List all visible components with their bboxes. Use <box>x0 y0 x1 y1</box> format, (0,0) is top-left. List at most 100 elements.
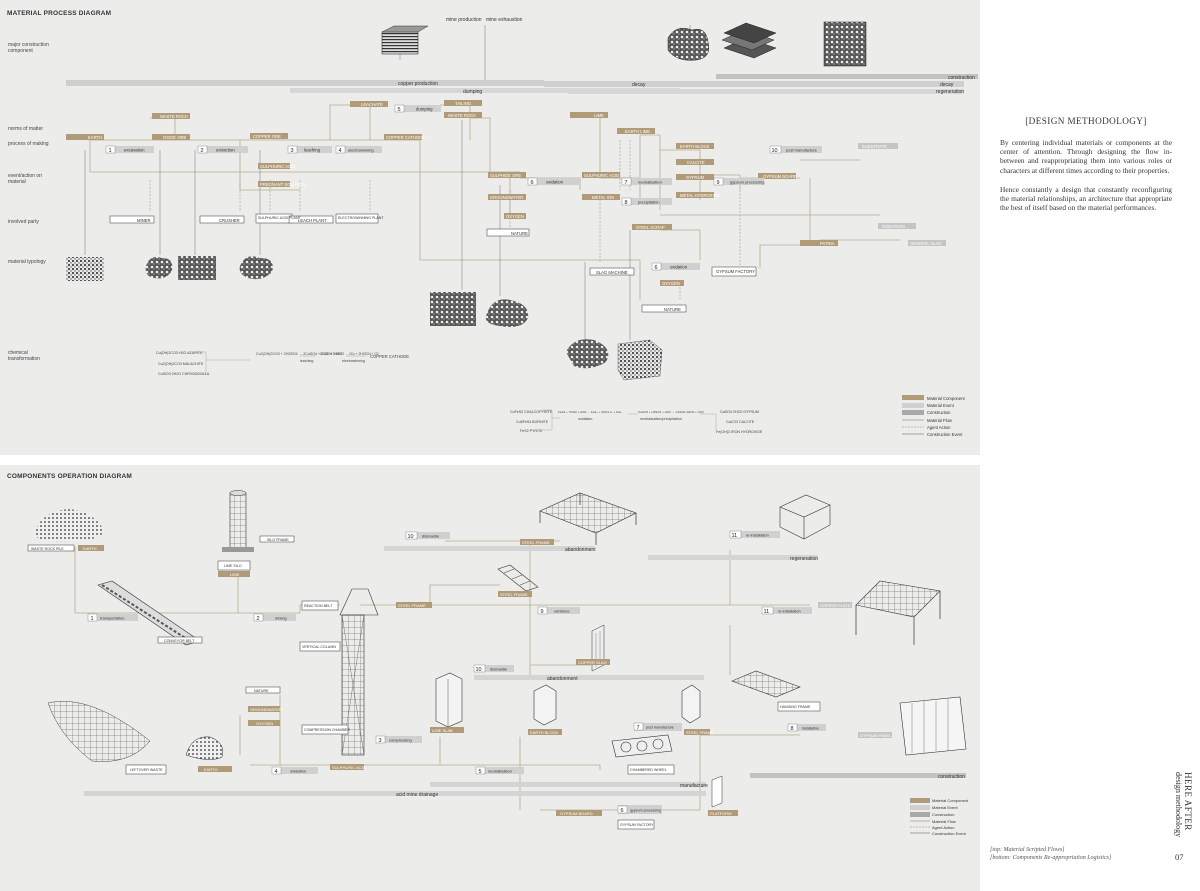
svg-text:LIME SLAB: LIME SLAB <box>432 728 453 733</box>
svg-text:1: 1 <box>109 148 112 154</box>
svg-text:acid mine drainage: acid mine drainage <box>396 792 438 798</box>
svg-text:HANGING FRAME: HANGING FRAME <box>780 705 811 709</box>
svg-text:neutralisation: neutralisation <box>638 180 662 185</box>
svg-text:Cu5FeS4 BORNITE: Cu5FeS4 BORNITE <box>516 420 549 424</box>
bar-label: decay <box>940 82 954 88</box>
svg-text:Agent Action: Agent Action <box>927 425 951 430</box>
waste-pile-image <box>34 509 104 542</box>
steel-frame-image <box>539 492 637 545</box>
svg-text:9: 9 <box>541 609 544 615</box>
svg-text:manufacture: manufacture <box>680 783 708 789</box>
svg-text:SULPHURIC ACID PLANT: SULPHURIC ACID PLANT <box>258 216 302 220</box>
svg-text:leaching: leaching <box>304 148 321 153</box>
svg-text:installation: installation <box>802 727 819 731</box>
production-bars <box>66 74 978 94</box>
stack-image <box>381 25 429 55</box>
block-image <box>617 339 663 381</box>
panel-title: MATERIAL PROCESS DIAGRAM <box>7 10 112 17</box>
svg-text:Construction Event: Construction Event <box>932 831 967 836</box>
svg-text:neutralisation/precipitation: neutralisation/precipitation <box>640 417 682 421</box>
block-image <box>533 684 557 726</box>
svg-text:NATURE: NATURE <box>664 307 681 312</box>
svg-text:SILO FRAME: SILO FRAME <box>267 538 289 542</box>
svg-text:8: 8 <box>791 726 794 732</box>
texture-image <box>66 257 104 281</box>
svg-text:Material Flow: Material Flow <box>927 418 953 423</box>
chemical-formulas: Cu(OH)2CO3·H2O AZURITE Cu2(OH)2CO3 MALAC… <box>156 351 763 434</box>
gypsum-panel-image <box>899 696 967 756</box>
svg-text:2: 2 <box>257 616 260 622</box>
svg-text:COPPER SLAG: COPPER SLAG <box>578 660 607 665</box>
svg-text:regeneration: regeneration <box>790 556 818 562</box>
svg-text:transportation: transportation <box>100 616 124 621</box>
rock-image <box>185 736 223 760</box>
svg-text:11: 11 <box>732 533 738 539</box>
block-image <box>681 684 701 724</box>
svg-text:LIME: LIME <box>230 572 240 577</box>
svg-text:TAILING: TAILING <box>455 101 471 106</box>
svg-text:Cu(OH)2CO3·H2O AZURITE: Cu(OH)2CO3·H2O AZURITE <box>156 351 203 355</box>
page-number: 07 <box>1175 852 1184 862</box>
cube-frame-image <box>779 494 831 540</box>
methodology-heading: [DESIGN METHODOLOGY] <box>1025 116 1147 126</box>
svg-text:dismantle: dismantle <box>422 534 440 539</box>
svg-text:PLATFORM: PLATFORM <box>710 811 731 816</box>
operation-bars <box>84 546 966 796</box>
svg-text:EARTH BLOCK: EARTH BLOCK <box>680 144 710 149</box>
svg-text:5: 5 <box>398 107 401 113</box>
svg-text:4: 4 <box>275 769 278 775</box>
svg-text:CaCO3 + H2SO4 + H2O → CaSO4·2H: CaCO3 + H2SO4 + H2O → CaSO4·2H2O + CO2 <box>638 410 704 414</box>
svg-text:re-installation: re-installation <box>746 534 769 538</box>
svg-text:NATURE: NATURE <box>254 689 269 693</box>
svg-text:11: 11 <box>764 609 770 615</box>
rock-image <box>566 339 609 369</box>
row-label: major construction component <box>8 42 49 54</box>
truss-image <box>855 580 941 645</box>
row-label: process of making <box>8 141 49 147</box>
svg-text:7: 7 <box>637 725 640 731</box>
svg-text:CaSO4·2H2O GYPSUM: CaSO4·2H2O GYPSUM <box>720 410 759 414</box>
construction-label: COPPER PLATE <box>820 603 851 608</box>
svg-text:WASTE ROCK PILE: WASTE ROCK PILE <box>31 547 64 551</box>
svg-text:Material Flow: Material Flow <box>932 819 956 824</box>
bar-label: copper production <box>398 81 438 87</box>
row-label: involved party <box>8 219 39 225</box>
svg-text:EARTH: EARTH <box>88 135 102 140</box>
svg-text:SULPHURIC ACID: SULPHURIC ACID <box>332 765 366 770</box>
svg-text:6: 6 <box>621 808 624 814</box>
svg-text:EARTH LIME: EARTH LIME <box>625 129 650 134</box>
svg-text:10: 10 <box>772 148 778 154</box>
svg-text:SLAG MACHINE: SLAG MACHINE <box>596 270 628 275</box>
svg-text:FeS2 + 7/2O2 + H2O → Fe2+ + 2S: FeS2 + 7/2O2 + H2O → Fe2+ + 2SO4 2- + 2H… <box>558 410 622 414</box>
svg-text:STEEL FRAME: STEEL FRAME <box>686 730 714 735</box>
svg-text:REACTION BELT: REACTION BELT <box>304 604 333 608</box>
process-diagram: copper production dumping decay construc… <box>66 17 978 437</box>
chem-brackets <box>190 351 717 431</box>
svg-text:WASTE ROCK: WASTE ROCK <box>448 113 476 118</box>
svg-text:SULPHURIC ACID: SULPHURIC ACID <box>260 164 295 169</box>
svg-text:re-installation: re-installation <box>778 610 801 614</box>
svg-text:post manufacture: post manufacture <box>646 726 674 730</box>
svg-text:oxidation: oxidation <box>670 265 688 270</box>
bar-label: construction <box>948 75 975 81</box>
svg-text:mixing: mixing <box>275 616 287 621</box>
wheel-image <box>611 734 673 758</box>
svg-text:abandonment: abandonment <box>565 547 596 553</box>
svg-text:SULPHIDE ORE: SULPHIDE ORE <box>490 173 521 178</box>
svg-text:7: 7 <box>625 180 628 186</box>
svg-text:EARTH BLOCK: EARTH BLOCK <box>530 730 558 735</box>
svg-text:leaching: leaching <box>300 359 313 363</box>
svg-text:1: 1 <box>91 616 94 622</box>
svg-text:OXYGEN: OXYGEN <box>256 721 273 726</box>
svg-text:compressing: compressing <box>389 738 412 743</box>
svg-text:STEEL SCRAP: STEEL SCRAP <box>636 225 665 230</box>
svg-text:oxidation: oxidation <box>290 769 306 774</box>
svg-text:8: 8 <box>625 200 628 206</box>
svg-text:VERTICAL COLUMN: VERTICAL COLUMN <box>302 645 336 649</box>
svg-text:oxidation: oxidation <box>578 417 592 421</box>
material-component-labels: EARTH LIME STEEL FRAME STEEL FRAME STEEL… <box>83 540 731 816</box>
svg-text:Construction Event: Construction Event <box>927 432 963 437</box>
event-label: SUBSTRATE <box>862 144 887 149</box>
svg-text:EARTH: EARTH <box>204 767 218 772</box>
